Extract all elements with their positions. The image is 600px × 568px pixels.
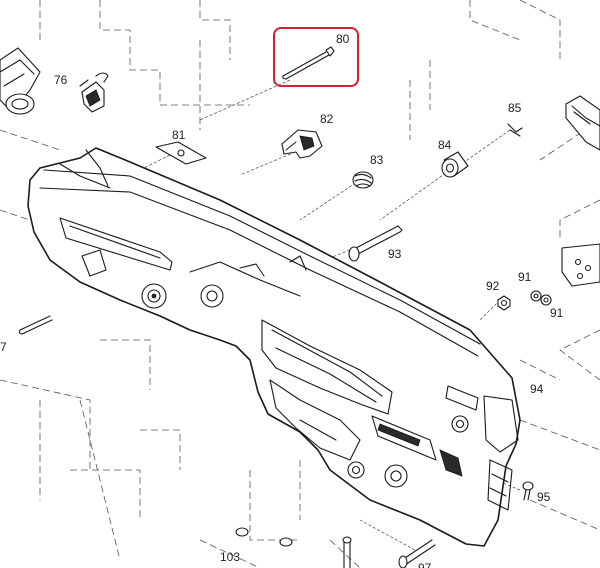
callout-76: 76: [54, 73, 68, 87]
part-94-receiver-housing[interactable]: [27, 147, 521, 547]
part-95-screw[interactable]: [522, 481, 534, 501]
bottom-pins: [342, 536, 436, 568]
right-bracket-plate: [561, 243, 600, 287]
part-80-pin[interactable]: [273, 27, 359, 87]
top-right-rail: [565, 95, 600, 151]
part-92-nut[interactable]: [497, 295, 511, 311]
callout-83: 83: [370, 153, 384, 167]
callout-85: 85: [508, 101, 522, 115]
callout-81: 81: [172, 128, 186, 142]
top-left-tube: [0, 47, 41, 115]
part-83-coil[interactable]: [352, 171, 374, 189]
callout-91-upper: 91: [518, 270, 532, 284]
part-93-pin[interactable]: [348, 225, 403, 262]
part-76-latch[interactable]: [79, 72, 109, 113]
callout-labels: 76 80 81 82 83 84 85 93 92 91 91 94 95 1…: [0, 32, 564, 568]
part-84-bushing[interactable]: [441, 151, 469, 178]
callout-103: 103: [220, 550, 240, 564]
callout-92: 92: [486, 279, 500, 293]
callout-84: 84: [438, 138, 452, 152]
callout-82: 82: [320, 112, 334, 126]
callout-93: 93: [388, 247, 402, 261]
callout-97: 97: [418, 561, 432, 568]
callout-91-lower: 91: [550, 306, 564, 320]
part-103-rings[interactable]: [235, 527, 293, 547]
part-81-spring[interactable]: [155, 141, 207, 165]
part-91-washers[interactable]: [530, 290, 552, 306]
highlight-box: [273, 27, 359, 87]
callout-7: 7: [0, 340, 7, 354]
part-7-pin[interactable]: [18, 315, 53, 335]
callout-95: 95: [537, 490, 551, 504]
part-85-clip[interactable]: [507, 123, 523, 137]
callout-80: 80: [336, 32, 350, 46]
callout-94: 94: [530, 382, 544, 396]
part-82-piece[interactable]: [281, 129, 323, 159]
